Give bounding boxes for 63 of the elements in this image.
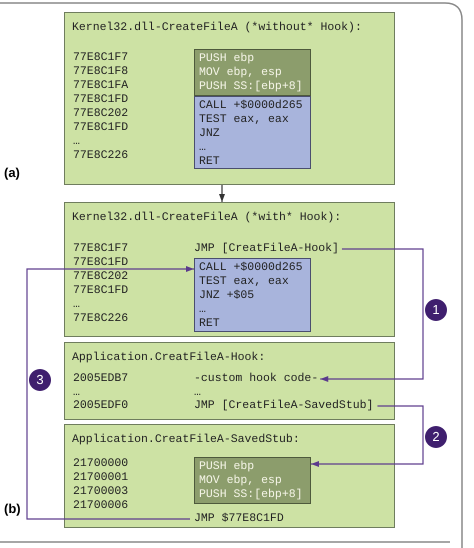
address-label: … <box>194 386 201 400</box>
code-line: PUSH ebp <box>199 460 254 474</box>
address-label: 77E8C202 <box>73 107 128 121</box>
step-number-badge: 1 <box>425 299 447 321</box>
code-line: MOV ebp, esp <box>199 474 282 488</box>
code-panel <box>64 12 395 185</box>
address-label: 21700006 <box>73 499 128 513</box>
address-label: 21700000 <box>73 457 128 471</box>
code-line: RET <box>199 155 220 169</box>
arrow <box>311 405 424 467</box>
code-line: MOV ebp, esp <box>199 66 282 80</box>
code-line: TEST eax, eax <box>199 113 289 127</box>
address-label: 21700001 <box>73 471 128 485</box>
panel-heading: Kernel32.dll-CreateFileA (*with* Hook): <box>72 211 342 225</box>
instruction-block <box>194 96 311 169</box>
step-number-badge: 2 <box>425 426 447 448</box>
panel-label: (a) <box>4 165 20 180</box>
step-number-badge: 3 <box>29 369 51 391</box>
instruction-block <box>194 49 311 96</box>
code-panel <box>64 202 395 337</box>
code-line: CALL +$0000d265 <box>199 99 303 113</box>
code-line: PUSH SS:[ebp+8] <box>199 80 303 94</box>
code-line: … <box>199 303 206 317</box>
code-panel <box>64 342 395 420</box>
address-label: 2005EDF0 <box>73 399 128 413</box>
address-label: … <box>73 298 80 312</box>
address-label: 77E8C1FD <box>73 256 128 270</box>
panel-label: (b) <box>4 501 21 516</box>
code-panel <box>64 424 395 528</box>
code-line: JMP [CreatFileA-Hook] <box>194 242 339 256</box>
code-line: RET <box>199 317 220 331</box>
address-label: 77E8C202 <box>73 270 128 284</box>
code-line: PUSH ebp <box>199 52 254 66</box>
address-label: 77E8C226 <box>73 149 128 163</box>
instruction-block <box>194 258 311 332</box>
address-label: … <box>73 135 80 149</box>
address-label: 21700003 <box>73 485 128 499</box>
code-line: JNZ +$05 <box>199 289 254 303</box>
arrow <box>26 266 194 520</box>
arrow <box>320 248 424 382</box>
address-label: 2005EDB7 <box>73 372 128 386</box>
address-label: 77E8C1F8 <box>73 65 128 79</box>
address-label: 77E8C1FD <box>73 93 128 107</box>
instruction-block <box>194 457 311 504</box>
code-line: TEST eax, eax <box>199 275 289 289</box>
code-line: -custom hook code- <box>194 372 318 386</box>
panel-heading: Application.CreatFileA-Hook: <box>72 351 266 365</box>
panel-heading: Kernel32.dll-CreateFileA (*without* Hook): <box>72 21 362 35</box>
code-line: … <box>199 141 206 155</box>
address-label: 77E8C1F7 <box>73 242 128 256</box>
address-label: 77E8C226 <box>73 312 128 326</box>
address-label: 77E8C1FA <box>73 79 128 93</box>
panel-heading: Application.CreatFileA-SavedStub: <box>72 433 300 447</box>
code-line: JMP [CreatFileA-SavedStub] <box>194 399 374 413</box>
code-line: CALL +$0000d265 <box>199 261 303 275</box>
address-label: 77E8C1F7 <box>73 51 128 65</box>
address-label: 77E8C1FD <box>73 284 128 298</box>
address-label: 77E8C1FD <box>73 121 128 135</box>
code-line: JMP $77E8C1FD <box>194 512 284 526</box>
address-label: … <box>73 386 80 400</box>
arrow <box>219 185 225 202</box>
code-line: JNZ <box>199 127 220 141</box>
code-line: PUSH SS:[ebp+8] <box>199 488 303 502</box>
